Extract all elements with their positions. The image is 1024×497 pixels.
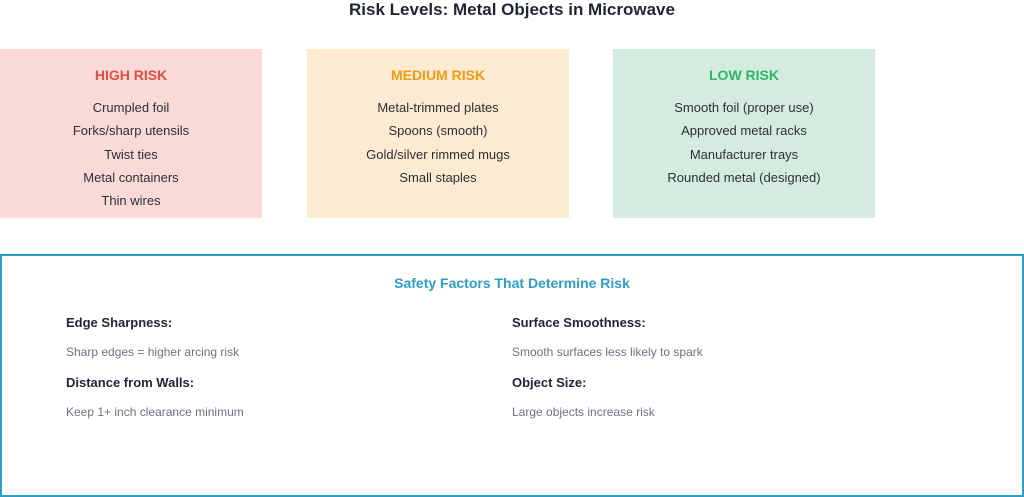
high-risk-list: Crumpled foil Forks/sharp utensils Twist…: [0, 100, 262, 216]
factor-description: Sharp edges = higher arcing risk: [66, 345, 240, 359]
low-risk-card: LOW RISK Smooth foil (proper use) Approv…: [613, 49, 875, 218]
medium-risk-title: MEDIUM RISK: [390, 67, 486, 83]
list-item: Metal containers: [83, 169, 179, 185]
factor-label: Object Size:: [512, 375, 587, 390]
factor-surface-smoothness: Surface Smoothness: Smooth surfaces less…: [512, 315, 932, 359]
high-risk-card: HIGH RISK Crumpled foil Forks/sharp uten…: [0, 49, 262, 218]
list-item: Spoons (smooth): [388, 123, 488, 139]
factor-label: Distance from Walls:: [66, 375, 195, 390]
factor-object-size: Object Size: Large objects increase risk: [512, 375, 932, 419]
safety-factors-title: Safety Factors That Determine Risk: [394, 275, 630, 291]
list-item: Manufacturer trays: [689, 146, 799, 162]
list-item: Gold/silver rimmed mugs: [366, 146, 510, 162]
list-item: Metal-trimmed plates: [377, 100, 499, 115]
list-item: Approved metal racks: [681, 123, 807, 139]
factor-edge-sharpness: Edge Sharpness: Sharp edges = higher arc…: [66, 315, 486, 359]
low-risk-list: Smooth foil (proper use) Approved metal …: [613, 100, 875, 193]
medium-risk-card: MEDIUM RISK Metal-trimmed plates Spoons …: [307, 49, 569, 218]
list-item: Thin wires: [101, 193, 161, 209]
list-item: Small staples: [399, 169, 477, 185]
low-risk-title: LOW RISK: [709, 67, 779, 83]
factor-distance-from-walls: Distance from Walls: Keep 1+ inch cleara…: [66, 375, 486, 419]
list-item: Rounded metal (designed): [667, 169, 821, 185]
medium-risk-list: Metal-trimmed plates Spoons (smooth) Gol…: [307, 100, 569, 193]
factor-description: Large objects increase risk: [512, 405, 655, 419]
factor-label: Edge Sharpness:: [66, 315, 173, 330]
factor-description: Keep 1+ inch clearance minimum: [66, 405, 244, 419]
factor-description: Smooth surfaces less likely to spark: [512, 345, 703, 359]
list-item: Twist ties: [104, 146, 158, 162]
factor-label: Surface Smoothness:: [512, 315, 646, 330]
list-item: Crumpled foil: [92, 100, 170, 115]
diagram-title: Risk Levels: Metal Objects in Microwave: [349, 0, 675, 19]
high-risk-title: HIGH RISK: [94, 67, 168, 83]
list-item: Forks/sharp utensils: [72, 123, 190, 139]
list-item: Smooth foil (proper use): [674, 100, 814, 115]
safety-factors-panel: Safety Factors That Determine Risk Edge …: [0, 254, 1024, 497]
